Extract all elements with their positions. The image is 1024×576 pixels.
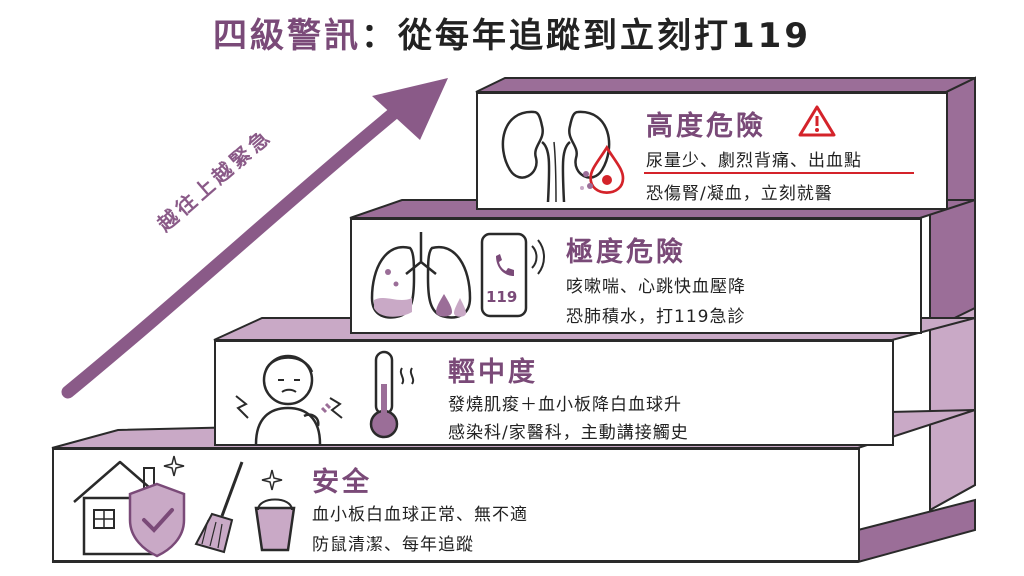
stair-side-wall-light (929, 306, 976, 512)
blood-drop-icon (580, 145, 625, 194)
bucket-icon (254, 498, 296, 552)
phone-icon (480, 232, 545, 318)
level-moderate-line2: 感染科/家醫科，主動講接觸史 (448, 423, 689, 443)
step-top-high (475, 77, 976, 93)
level-moderate-title: 輕中度 (448, 357, 538, 388)
level-extreme-card: 119 極度危險 咳嗽喘、心跳快血壓降 恐肺積水，打119急診 (350, 218, 922, 334)
kidney-icon (501, 110, 611, 203)
urgency-arrow (61, 101, 407, 399)
urgency-arrowhead (372, 78, 448, 140)
phone-119-text: 119 (486, 288, 518, 306)
level-high-underline (644, 172, 914, 174)
title-part2: ：從每年追蹤到立刻打119 (361, 16, 811, 56)
level-high-line2: 恐傷腎/凝血，立刻就醫 (646, 184, 833, 204)
level-safe-title: 安全 (312, 467, 372, 498)
title-part1: 四級警訊 (213, 16, 361, 56)
warning-icon (798, 105, 836, 137)
level-moderate-card: 輕中度 發燒肌痠＋血小板降白血球升 感染科/家醫科，主動講接觸史 (214, 340, 894, 446)
level-extreme-line1: 咳嗽喘、心跳快血壓降 (566, 277, 746, 297)
lungs-icon (370, 232, 472, 319)
sick-person-icon (235, 354, 343, 445)
level-safe-card: 安全 血小板白血球正常、無不適 防鼠清潔、每年追蹤 (52, 448, 860, 562)
level-high-line1: 尿量少、劇烈背痛、出血點 (646, 151, 862, 171)
page-title: 四級警訊：從每年追蹤到立刻打119 (0, 14, 1024, 58)
level-extreme-line2: 恐肺積水，打119急診 (566, 307, 746, 327)
level-high-card: 高度危險 尿量少、劇烈背痛、出血點 恐傷腎/凝血，立刻就醫 (476, 92, 948, 210)
level-extreme-title: 極度危險 (566, 237, 686, 268)
level-safe-line1: 血小板白血球正常、無不適 (312, 505, 528, 525)
thermometer-icon (369, 350, 415, 439)
sparkle-icon (261, 469, 283, 491)
broom-icon (194, 461, 244, 554)
level-moderate-line1: 發燒肌痠＋血小板降白血球升 (448, 395, 682, 415)
level-safe-line2: 防鼠清潔、每年追蹤 (312, 535, 474, 555)
shield-check-icon (128, 482, 186, 558)
sparkle-icon (163, 455, 185, 477)
level-high-title: 高度危險 (646, 111, 766, 142)
